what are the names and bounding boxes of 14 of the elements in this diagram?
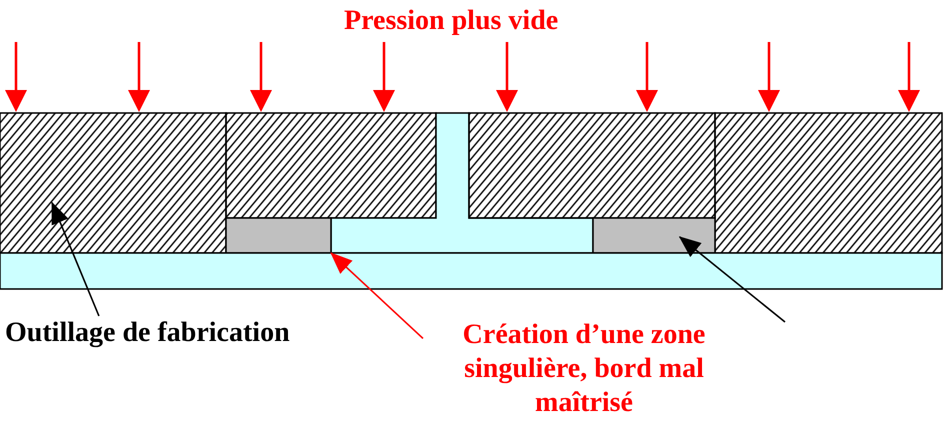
rubber-pad xyxy=(225,217,332,254)
leader-line xyxy=(330,252,424,339)
callout-label: Outillage de fabrication xyxy=(5,316,290,350)
callout-label: Création d’une zone singulière, bord mal maîtrisé xyxy=(423,318,745,420)
rubber-pad xyxy=(592,217,716,254)
composite-layer xyxy=(0,252,943,290)
leader-line xyxy=(51,202,100,316)
t-shaped-section xyxy=(330,112,594,254)
tooling-block xyxy=(468,112,716,219)
tooling-block xyxy=(714,112,943,254)
tooling-block xyxy=(225,112,437,219)
pressure-label: Pression plus vide xyxy=(344,4,558,38)
tooling-block xyxy=(0,112,227,254)
leader-line xyxy=(678,236,786,323)
